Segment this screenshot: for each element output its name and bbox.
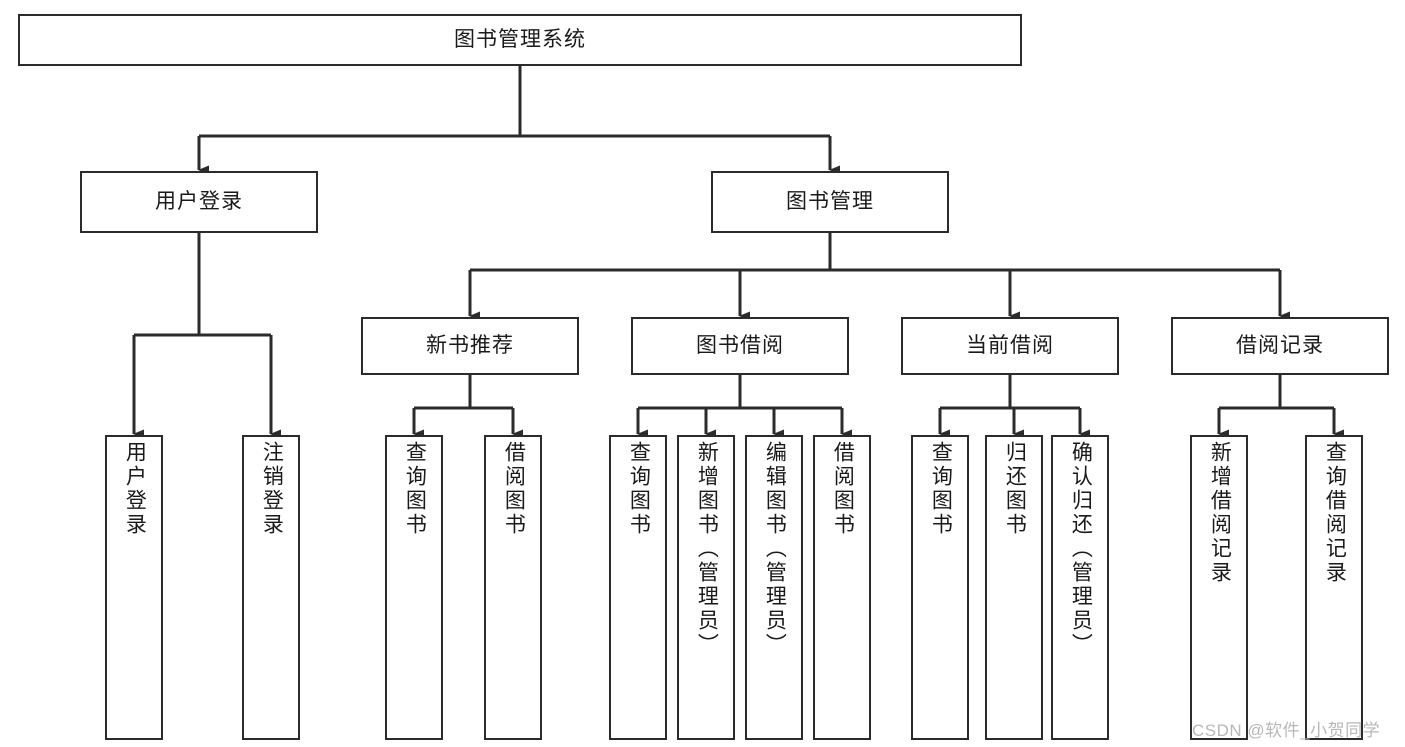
node-label-leaf-user-login: 用户登录 <box>123 441 147 537</box>
node-label-leaf-confirm-ret: 确认归还（管理员） <box>1069 441 1093 657</box>
node-label-borrow-record: 借阅记录 <box>1236 333 1324 357</box>
node-label-leaf-query-book-3: 查询图书 <box>929 441 953 537</box>
node-leaf-query-book-3[interactable]: 查询图书 <box>911 435 969 740</box>
node-borrow-record[interactable]: 借阅记录 <box>1171 317 1389 375</box>
node-leaf-user-login[interactable]: 用户登录 <box>105 435 163 740</box>
node-label-leaf-query-record: 查询借阅记录 <box>1323 441 1347 585</box>
node-label-leaf-query-book-2: 查询图书 <box>627 441 651 537</box>
node-current-borrow[interactable]: 当前借阅 <box>901 317 1119 375</box>
node-leaf-query-record[interactable]: 查询借阅记录 <box>1305 435 1363 740</box>
node-label-root: 图书管理系统 <box>454 27 586 51</box>
node-label-leaf-return-book: 归还图书 <box>1003 441 1027 537</box>
node-leaf-edit-book[interactable]: 编辑图书（管理员） <box>745 435 803 740</box>
node-label-leaf-edit-book: 编辑图书（管理员） <box>763 441 787 657</box>
node-label-user-login: 用户登录 <box>155 189 243 213</box>
node-label-book-manage: 图书管理 <box>786 189 874 213</box>
watermark-label: CSDN @软件_小贺同学 <box>1192 721 1381 740</box>
node-label-leaf-borrow-book-2: 借阅图书 <box>831 441 855 537</box>
node-leaf-return-book[interactable]: 归还图书 <box>985 435 1043 740</box>
node-label-new-book-rec: 新书推荐 <box>426 333 514 357</box>
node-label-leaf-user-logout: 注销登录 <box>260 441 284 537</box>
node-book-borrow[interactable]: 图书借阅 <box>631 317 849 375</box>
node-user-login[interactable]: 用户登录 <box>80 171 318 233</box>
node-leaf-query-book-2[interactable]: 查询图书 <box>609 435 667 740</box>
node-leaf-add-book[interactable]: 新增图书（管理员） <box>677 435 735 740</box>
node-book-manage[interactable]: 图书管理 <box>711 171 949 233</box>
node-leaf-borrow-book-2[interactable]: 借阅图书 <box>813 435 871 740</box>
node-leaf-confirm-ret[interactable]: 确认归还（管理员） <box>1051 435 1109 740</box>
node-label-book-borrow: 图书借阅 <box>696 333 784 357</box>
node-label-leaf-query-book-1: 查询图书 <box>403 441 427 537</box>
node-label-current-borrow: 当前借阅 <box>966 333 1054 357</box>
node-leaf-add-record[interactable]: 新增借阅记录 <box>1190 435 1248 740</box>
node-label-leaf-add-record: 新增借阅记录 <box>1208 441 1232 585</box>
node-root[interactable]: 图书管理系统 <box>18 14 1022 66</box>
node-label-leaf-borrow-book-1: 借阅图书 <box>502 441 526 537</box>
node-label-leaf-add-book: 新增图书（管理员） <box>695 441 719 657</box>
node-leaf-borrow-book-1[interactable]: 借阅图书 <box>484 435 542 740</box>
node-leaf-query-book-1[interactable]: 查询图书 <box>385 435 443 740</box>
node-new-book-rec[interactable]: 新书推荐 <box>361 317 579 375</box>
edge-group <box>132 66 1344 439</box>
node-leaf-user-logout[interactable]: 注销登录 <box>242 435 300 740</box>
